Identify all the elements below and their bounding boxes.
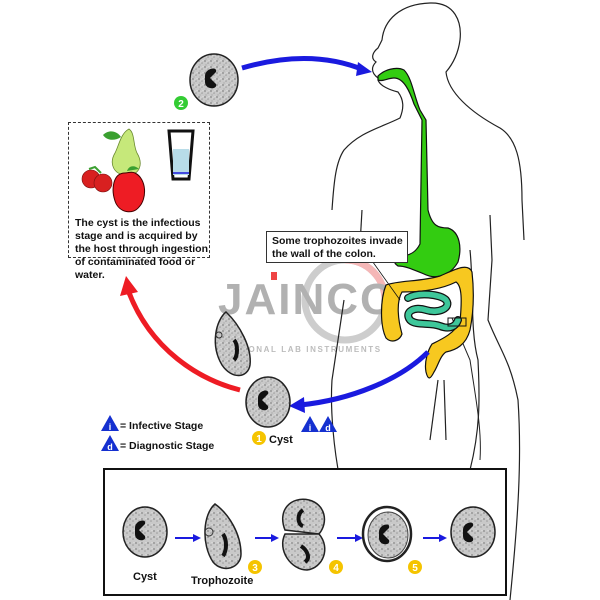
arrow-to-cyst <box>299 350 430 408</box>
esophagus-stomach <box>377 67 461 278</box>
svg-text:= Diagnostic Stage: = Diagnostic Stage <box>120 440 214 452</box>
cyst-step-label: Cyst <box>269 434 293 446</box>
watermark-tagline: NATIONAL LAB INSTRUMENTS <box>224 345 382 354</box>
arrow-to-food-head <box>120 276 138 296</box>
trophozoite-cycle <box>214 311 251 377</box>
apple-icon <box>112 166 145 213</box>
svg-text:1: 1 <box>256 434 262 445</box>
cyst-step-2 <box>189 53 239 107</box>
legend-diagnostic: d = Diagnostic Stage <box>101 435 214 452</box>
arrow-to-cyst-head <box>289 397 305 413</box>
strip-trophozoite <box>204 503 242 570</box>
svg-text:= Infective Stage: = Infective Stage <box>120 420 203 432</box>
svg-text:d: d <box>325 423 331 433</box>
strip-cyst-label: Cyst <box>133 571 157 583</box>
lifecycle-strip-art: 3 4 5 Cyst Trophoz <box>122 498 496 587</box>
svg-text:d: d <box>107 442 113 452</box>
step-badge-5: 5 <box>408 560 422 574</box>
callout-leader-line <box>369 257 401 301</box>
cyst-step-1 <box>245 376 291 428</box>
arrow-to-food <box>125 289 241 393</box>
svg-text:3: 3 <box>252 563 258 574</box>
arrow-to-mouth-head <box>356 62 372 76</box>
step-badge-2: 2 <box>174 96 188 110</box>
raspberries-icon <box>81 165 113 193</box>
infective-badge: i <box>301 416 319 433</box>
lifecycle-strip: 3 4 5 Cyst Trophoz <box>103 468 507 596</box>
diagnostic-badge: d <box>319 416 337 433</box>
strip-dividing-trophozoite <box>282 498 326 571</box>
svg-text:2: 2 <box>178 99 184 110</box>
strip-cyst-1 <box>122 506 168 558</box>
svg-text:5: 5 <box>412 563 418 574</box>
colon-invasion-callout: Some trophozoites invade the wall of the… <box>266 231 408 263</box>
pear-icon <box>103 128 141 176</box>
colon-invasion-text: Some trophozoites invade the wall of the… <box>272 235 403 260</box>
step-badge-1: 1 <box>252 431 266 445</box>
legend-infective: i = Infective Stage <box>101 415 203 432</box>
step-badge-4: 4 <box>329 560 343 574</box>
colon-wall-marker <box>447 317 467 327</box>
watermark-brand: JAINCO <box>218 275 396 324</box>
watermark-dot <box>271 272 277 280</box>
infection-description: The cyst is the infectious stage and is … <box>75 217 208 281</box>
step-badge-3: 3 <box>248 560 262 574</box>
food-water-illustration <box>81 128 195 213</box>
strip-trophozoite-label: Trophozoite <box>191 575 253 587</box>
strip-cyst-2 <box>450 506 496 558</box>
strip-precyst <box>361 505 413 563</box>
arrow-to-mouth <box>241 56 365 73</box>
svg-text:i: i <box>309 423 312 433</box>
infection-info-box: The cyst is the infectious stage and is … <box>68 122 210 281</box>
svg-text:4: 4 <box>333 563 339 574</box>
small-intestine-fill <box>405 291 461 331</box>
svg-text:i: i <box>109 422 112 432</box>
water-glass-icon <box>167 129 195 181</box>
